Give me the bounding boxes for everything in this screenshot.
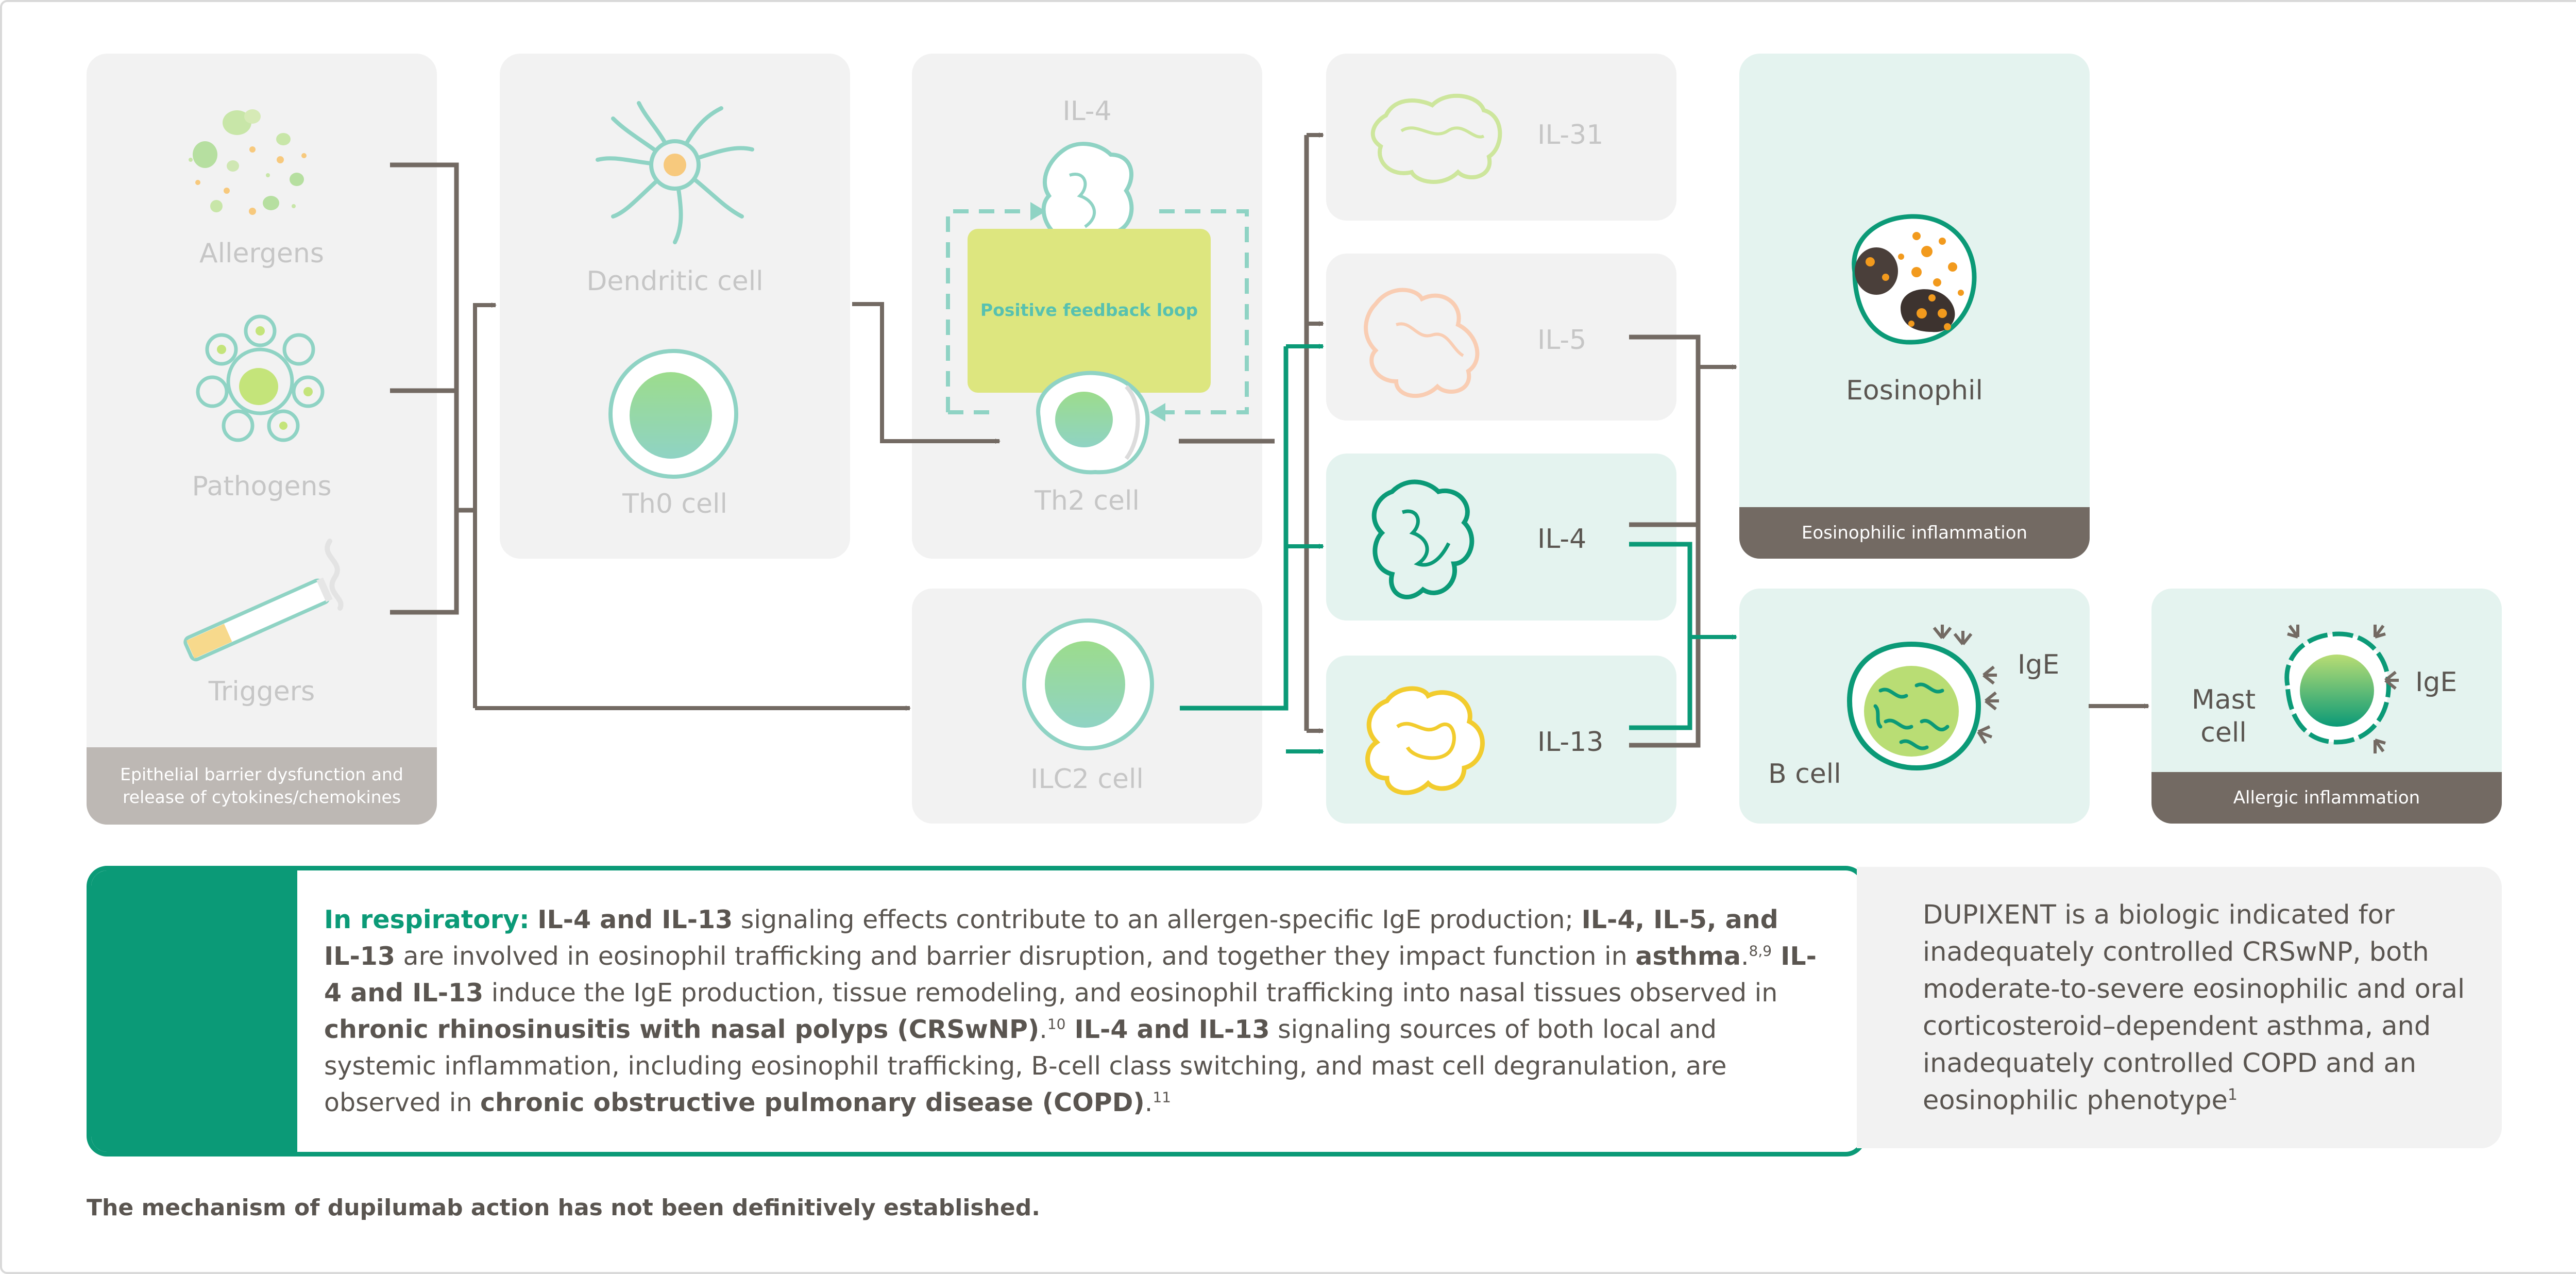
resp-bold-4: IL-4 and IL-13 <box>324 942 1817 1008</box>
resp-bold-5: chronic rhinosinusitis with nasal polyps… <box>324 1015 1040 1044</box>
resp-ref-1: 8,9 <box>1749 942 1772 960</box>
resp-text-7: . <box>1144 1088 1153 1117</box>
mast-cell-ige-label: IgE <box>2415 667 2458 698</box>
il4-label: IL-4 <box>1537 524 1587 555</box>
il13-label: IL-13 <box>1537 727 1604 758</box>
ilc2-cell-icon <box>1022 618 1154 750</box>
b-cell-label: B cell <box>1768 759 1841 790</box>
indication-text: DUPIXENT is a biologic indicated for ina… <box>1923 897 2489 1119</box>
respiratory-text: In respiratory: IL-4 and IL-13 signaling… <box>324 901 1818 1121</box>
eosinophilic-footer-text: Eosinophilic inflammation <box>1801 523 2028 543</box>
allergic-footer: Allergic inflammation <box>2151 772 2502 824</box>
cigarette-trigger-icon <box>183 539 344 662</box>
resp-bold-2: IL-4, IL-5, and IL-13 <box>324 905 1778 971</box>
th2-cell-icon <box>1036 371 1150 475</box>
resp-bold-1: IL-4 and IL-13 <box>537 905 733 934</box>
th0-cell-label: Th0 cell <box>622 489 727 519</box>
th2-cell-label: Th2 cell <box>1035 485 1140 516</box>
eosinophilic-footer: Eosinophilic inflammation <box>1739 507 2090 559</box>
il4-cytokine-icon <box>1371 479 1475 599</box>
eosinophil-label: Eosinophil <box>1846 375 1983 406</box>
il4-top-label: IL-4 <box>1062 96 1112 127</box>
resp-bold-3: asthma <box>1635 942 1741 971</box>
respiratory-callout: In respiratory: IL-4 and IL-13 signaling… <box>87 866 1866 1156</box>
eosinophil-panel: Eosinophilic inflammation <box>1739 54 2090 559</box>
resp-text-3: . <box>1740 942 1749 971</box>
indication-body: DUPIXENT is a biologic indicated for ina… <box>1923 900 2465 1116</box>
eosinophil-cell-icon <box>1852 214 1977 345</box>
th0-cell-icon <box>608 349 738 479</box>
resp-text-2: are involved in eosinophil trafficking a… <box>395 942 1636 971</box>
resp-text-6: signaling sources of both local and syst… <box>324 1015 1727 1117</box>
il5-protein-icon <box>1364 288 1480 398</box>
epithelial-footer: Epithelial barrier dysfunction and relea… <box>87 747 437 825</box>
resp-ref-2: 10 <box>1047 1015 1066 1033</box>
resp-bold-7: chronic obstructive pulmonary disease (C… <box>480 1088 1145 1117</box>
allergens-label: Allergens <box>199 238 324 269</box>
resp-text-4: induce the IgE production, tissue remode… <box>483 978 1778 1008</box>
ilc2-cell-label: ILC2 cell <box>1030 764 1144 795</box>
triggers-label: Triggers <box>208 676 315 707</box>
resp-text-5: . <box>1039 1015 1047 1044</box>
dendritic-cell-label: Dendritic cell <box>586 266 764 297</box>
il5-label: IL-5 <box>1537 325 1587 356</box>
pathogen-virus-icon <box>196 314 325 442</box>
il31-label: IL-31 <box>1537 120 1604 150</box>
mast-cell-label: Mast cell <box>2191 684 2256 748</box>
il13-cytokine-icon <box>1365 686 1485 795</box>
dendritic-cell-icon <box>596 101 754 244</box>
b-cell-ige-label: IgE <box>2018 649 2060 680</box>
indication-ref: 1 <box>2227 1086 2238 1104</box>
resp-ref-3: 11 <box>1153 1088 1171 1106</box>
feedback-loop-arrows <box>946 202 1249 422</box>
mast-cell-icon <box>2284 625 2399 753</box>
resp-text-1: signaling effects contribute to an aller… <box>733 905 1582 934</box>
il31-protein-icon <box>1370 93 1502 184</box>
epithelial-footer-text: Epithelial barrier dysfunction and relea… <box>120 764 403 807</box>
feedback-loop-label: Positive feedback loop <box>980 300 1198 320</box>
resp-bold-6: IL-4 and IL-13 <box>1065 1015 1270 1044</box>
respiratory-heading: In respiratory: <box>324 905 530 934</box>
allergen-particles-icon <box>189 109 307 215</box>
allergic-footer-text: Allergic inflammation <box>2233 787 2420 808</box>
indication-panel: DUPIXENT is a biologic indicated for ina… <box>1857 867 2502 1148</box>
mechanism-disclaimer: The mechanism of dupilumab action has no… <box>87 1195 1040 1221</box>
feedback-box <box>968 229 1211 393</box>
triggers-panel: Epithelial barrier dysfunction and relea… <box>87 54 437 825</box>
respiratory-icon-band <box>91 870 297 1152</box>
pathogens-label: Pathogens <box>192 471 332 502</box>
b-cell-icon <box>1846 625 1999 771</box>
